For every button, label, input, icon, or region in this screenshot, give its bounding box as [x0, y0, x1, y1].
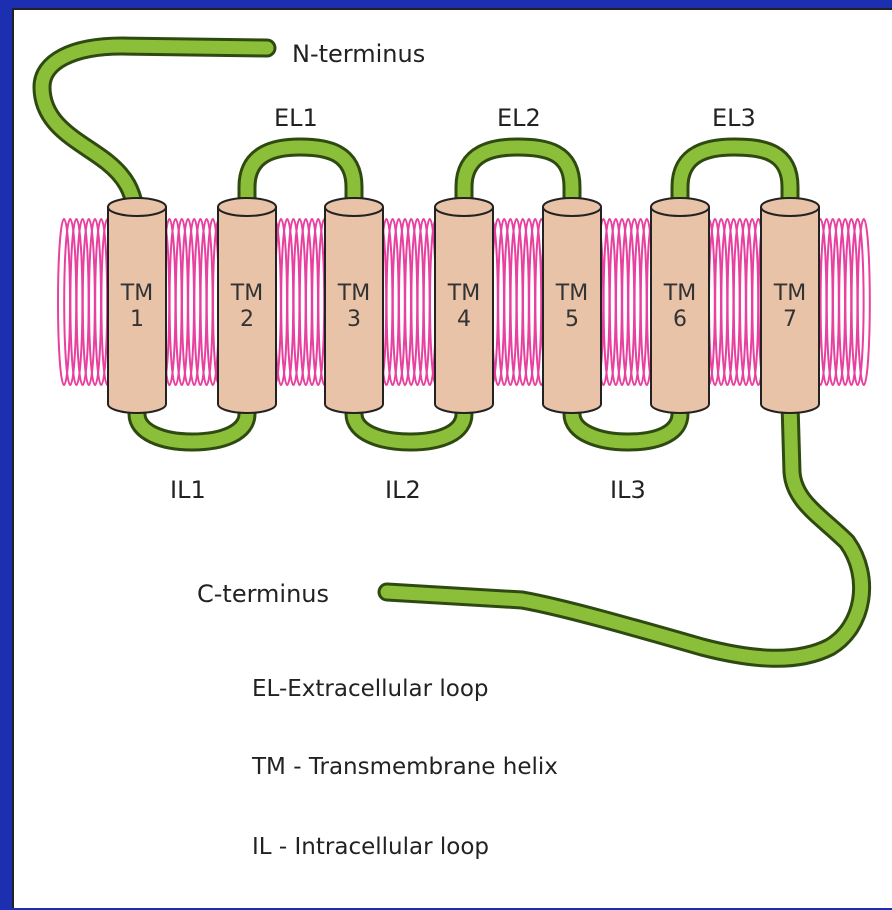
tm-helix-number: 7 — [783, 307, 797, 332]
il3-label: IL3 — [610, 476, 646, 504]
n-terminus-chain — [42, 46, 267, 207]
tm-helix-label: TM — [120, 281, 153, 306]
el2-label: EL2 — [497, 104, 541, 132]
tm-helix-label: TM — [663, 281, 696, 306]
tm-helix-label: TM — [447, 281, 480, 306]
tm-helix-number: 2 — [240, 307, 254, 332]
n-terminus-label: N-terminus — [292, 40, 425, 68]
el3-label: EL3 — [712, 104, 756, 132]
tm-helix-number: 3 — [347, 307, 361, 332]
tm-helix-label: TM — [337, 281, 370, 306]
tm-helix-number: 5 — [565, 307, 579, 332]
tm-helix-label: TM — [555, 281, 588, 306]
el1-label: EL1 — [274, 104, 318, 132]
tm-helix-1: TM1 — [108, 198, 166, 413]
tm-helix-3: TM3 — [325, 198, 383, 413]
tm-helix-5: TM5 — [543, 198, 601, 413]
legend-el: EL-Extracellular loop — [252, 676, 489, 702]
tm-helix-2: TM2 — [218, 198, 276, 413]
tm-helix-number: 4 — [457, 307, 471, 332]
tm-helix-4: TM4 — [435, 198, 493, 413]
tm-helix-6: TM6 — [651, 198, 709, 413]
c-terminus-label: C-terminus — [197, 580, 329, 608]
legend-il: IL - Intracellular loop — [252, 834, 489, 860]
tm-helix-number: 1 — [130, 307, 144, 332]
il2-label: IL2 — [385, 476, 421, 504]
tm-helix-number: 6 — [673, 307, 687, 332]
il1-label: IL1 — [170, 476, 206, 504]
tm-helix-label: TM — [773, 281, 806, 306]
legend-tm: TM - Transmembrane helix — [251, 754, 558, 780]
tm-helix-7: TM7 — [761, 198, 819, 413]
tm-helix-label: TM — [230, 281, 263, 306]
